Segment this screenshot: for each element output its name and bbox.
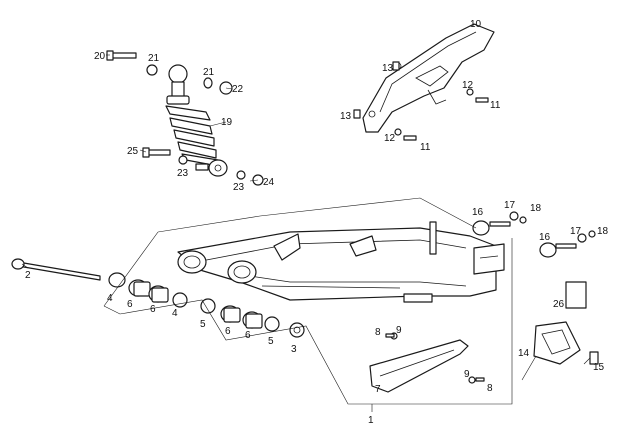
callout-1: 1: [368, 415, 374, 426]
callout-3: 3: [291, 344, 297, 355]
callout-16-upper: 16: [472, 207, 484, 218]
callout-8-upper: 8: [375, 327, 381, 338]
callout-21-left: 21: [148, 53, 160, 64]
callout-6-d: 6: [245, 330, 251, 341]
callout-8-lower: 8: [487, 383, 493, 394]
callout-15: 15: [593, 362, 605, 373]
axle-adjusters: [472, 211, 596, 258]
callout-12-lower: 12: [384, 133, 396, 144]
leader-lines: [21, 23, 591, 412]
callout-17-upper: 17: [504, 200, 516, 211]
callout-6-c: 6: [225, 326, 231, 337]
callout-18-upper: 18: [530, 203, 542, 214]
bushings-bearings: [108, 272, 305, 338]
callout-23-left: 23: [177, 168, 189, 179]
chain-slider: [369, 332, 485, 393]
callout-labels: 10 13 13 12 11 12 11 20 21 21 22 19 25 2…: [25, 19, 609, 426]
callout-26: 26: [553, 299, 565, 310]
shock-absorber: [165, 64, 228, 177]
callout-6-b: 6: [150, 304, 156, 315]
callout-19: 19: [221, 117, 233, 128]
callout-7: 7: [375, 384, 381, 395]
callout-9-lower: 9: [464, 369, 470, 380]
callout-5-left: 5: [200, 319, 206, 330]
callout-13-upper: 13: [382, 63, 394, 74]
callout-4-left: 4: [107, 293, 113, 304]
swing-arm: [177, 221, 505, 303]
callout-12-upper: 12: [462, 80, 474, 91]
callout-9-upper: 9: [396, 325, 402, 336]
callout-24: 24: [263, 177, 275, 188]
callout-13-lower: 13: [340, 111, 352, 122]
callout-25: 25: [127, 146, 139, 157]
callout-23-right: 23: [233, 182, 245, 193]
callout-14: 14: [518, 348, 530, 359]
callout-20: 20: [94, 51, 106, 62]
chain-guide: [533, 321, 599, 365]
callout-16-lower: 16: [539, 232, 551, 243]
guard-hardware: [353, 61, 489, 141]
callout-2: 2: [25, 270, 31, 281]
callout-18-lower: 18: [597, 226, 609, 237]
assembly-outline: [103, 197, 513, 405]
shock-hardware: [106, 50, 264, 186]
callout-22: 22: [232, 84, 244, 95]
callout-4-right: 4: [172, 308, 178, 319]
callout-11-upper: 11: [490, 100, 501, 111]
plate-26: [565, 281, 587, 309]
callout-5-right: 5: [268, 336, 274, 347]
callout-10: 10: [470, 19, 482, 30]
callout-11-lower: 11: [420, 142, 431, 153]
callout-6-a: 6: [127, 299, 133, 310]
callout-21-right: 21: [203, 67, 215, 78]
pivot-shaft: [11, 258, 101, 281]
chain-guard: [362, 23, 495, 133]
callout-17-lower: 17: [570, 226, 582, 237]
